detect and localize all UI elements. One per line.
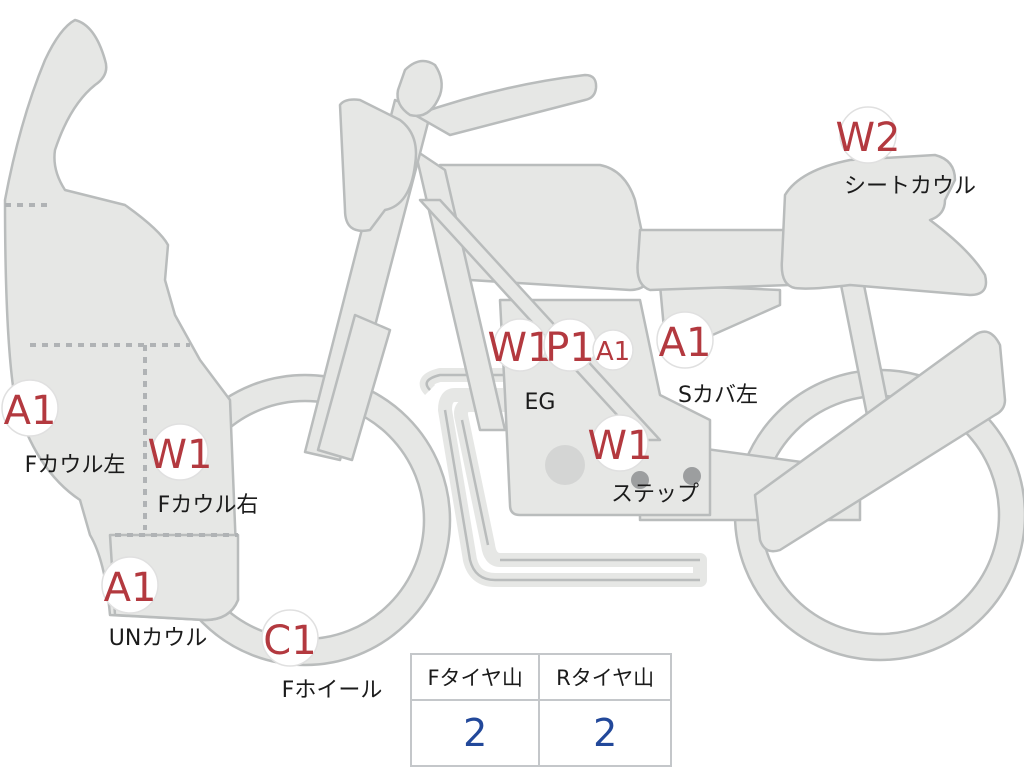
fairing-seams xyxy=(5,203,238,537)
seat xyxy=(636,228,792,292)
marker-grade: P1 xyxy=(545,325,595,371)
marker-label: Fホイール xyxy=(282,678,383,703)
muffler xyxy=(753,330,1007,553)
marker-f-cowl-right: W1 Fカウル右 xyxy=(148,423,259,518)
marker-grade: W1 xyxy=(588,423,653,469)
footpeg xyxy=(631,471,649,489)
marker-label: UNカウル xyxy=(109,626,208,651)
marker-grade: W1 xyxy=(488,325,553,371)
front-fairing xyxy=(3,18,240,622)
marker-grade: A1 xyxy=(659,320,712,366)
marker-grade: W1 xyxy=(148,432,213,478)
marker-grade: C1 xyxy=(263,618,316,664)
marker-engine: W1 EG xyxy=(488,318,556,415)
fuel-tank xyxy=(436,163,652,292)
marker-grade: A1 xyxy=(596,337,630,367)
marker-label: Sカバ左 xyxy=(678,383,758,408)
front-tire-value: 2 xyxy=(409,699,541,767)
front-tire-header: Fタイヤ山 xyxy=(409,653,541,701)
motorcycle-outline xyxy=(3,18,1024,667)
marker-un-cowl: A1 UNカウル xyxy=(101,556,208,651)
marker-grade: W2 xyxy=(836,115,901,161)
marker-label: Fカウル左 xyxy=(25,453,126,478)
marker-step: W1 ステップ xyxy=(588,414,699,507)
tire-tread-table: Fタイヤ山 Rタイヤ山 2 2 xyxy=(409,653,672,767)
marker-label: シートカウル xyxy=(844,174,976,199)
marker-side-cover-left: A1 Sカバ左 xyxy=(656,311,758,408)
marker-seat-cowl: W2 シートカウル xyxy=(836,106,976,199)
handlebar xyxy=(413,73,598,137)
rear-tire-header: Rタイヤ山 xyxy=(538,653,672,701)
marker-label: ステップ xyxy=(611,482,699,507)
mirror xyxy=(396,59,443,118)
marker-engine-a: A1 xyxy=(592,329,634,371)
tire-table-header-row: Fタイヤ山 Rタイヤ山 xyxy=(409,653,672,701)
marker-grade: A1 xyxy=(4,388,57,434)
rear-tire-value: 2 xyxy=(538,699,672,767)
headlight xyxy=(338,98,418,233)
seat-cowl xyxy=(780,153,988,297)
marker-engine-p: P1 xyxy=(543,318,597,372)
marker-f-cowl-left: A1 Fカウル左 xyxy=(1,379,126,478)
marker-label: Fカウル右 xyxy=(158,493,259,518)
marker-label: EG xyxy=(525,390,556,415)
tire-table-value-row: 2 2 xyxy=(409,699,672,767)
engine-cover xyxy=(545,445,585,485)
marker-f-wheel: C1 Fホイール xyxy=(261,609,383,703)
damage-markers: A1 Fカウル左 W1 Fカウル右 A1 UNカウル C1 Fホイール W1 E… xyxy=(1,106,976,703)
marker-grade: A1 xyxy=(104,565,157,611)
